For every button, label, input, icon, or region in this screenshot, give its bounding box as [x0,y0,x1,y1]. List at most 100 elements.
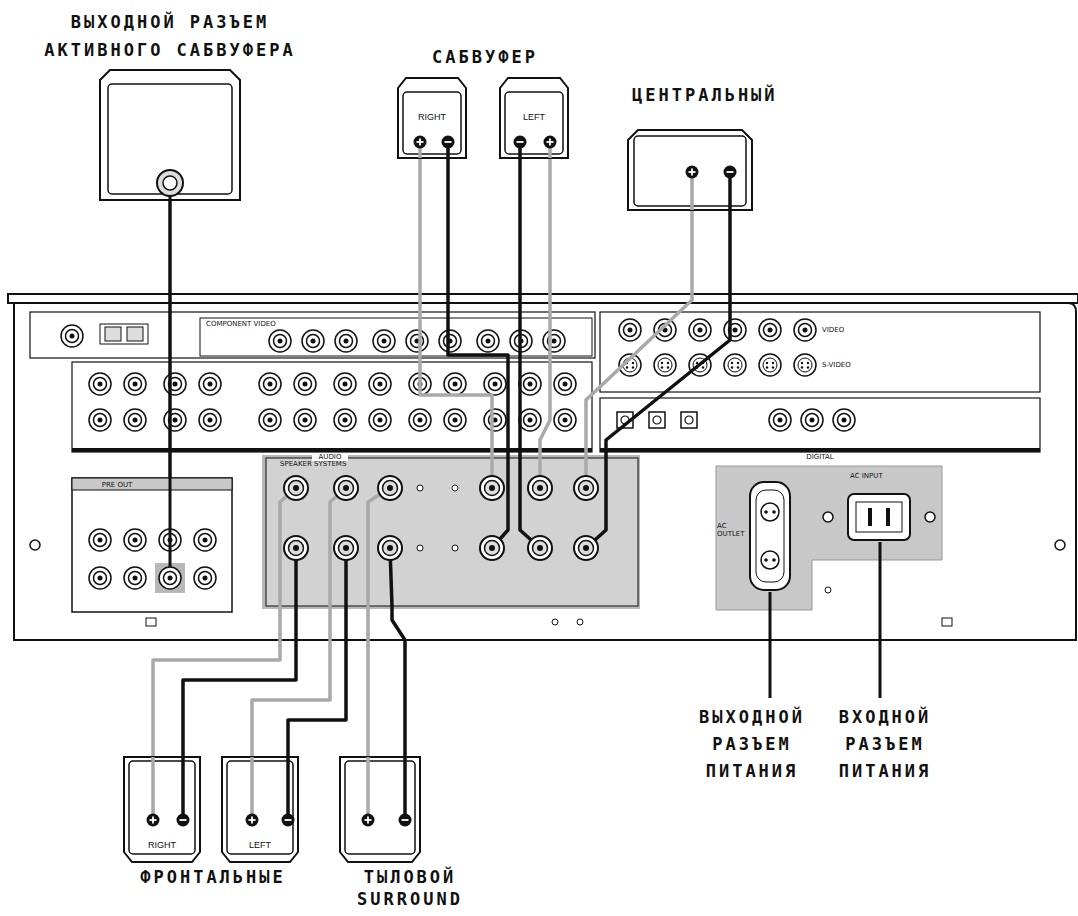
heading-label: САБВУФЕР [405,46,565,68]
speaker: RIGHT [124,757,202,862]
input-jack-panels [294,373,316,395]
terminal-wire [366,757,370,814]
speaker: RIGHT [398,78,468,158]
wire-stub [586,458,606,548]
speaker-label: LEFT [500,112,568,122]
receiver-chassis [146,618,156,626]
terminal-sign [285,819,292,821]
input-jack-panels [100,324,148,344]
receiver-chassis [825,587,831,593]
speaker-outline [222,757,298,862]
receiver-chassis [942,618,952,626]
heading-label: ФРОНТАЛЬНЫЕ [131,866,295,888]
preout-panel-art [89,529,111,551]
power-panel-art [761,503,779,521]
speaker-drawing [340,757,420,862]
input-jack-panels [477,330,499,352]
subwoofer-output: ВЫХОДНОЙ РАЗЪЕМ АКТИВНОГО САБВУФЕРА [20,8,320,200]
input-jack-panels [724,319,746,341]
power-panel-art [750,482,790,590]
speaker-wire [586,210,692,458]
preout-panel-art [169,478,172,567]
speaker-outline [340,757,482,910]
power-panel-art [716,466,942,610]
input-jack-panels [30,312,1040,452]
preout-panel-art [89,567,111,589]
terminal-symbol [246,814,259,827]
speaker-terminal-panel-art [528,536,552,560]
input-jack-panels [200,318,592,356]
input-jack-panels [369,409,391,431]
terminal-symbol [362,814,375,827]
power-panel-art [925,512,935,522]
input-jack-panels [649,412,665,428]
preout-panel-art [72,478,232,612]
input-jack-panels [124,409,146,431]
power-panel-art [823,512,833,522]
speaker-outline [628,130,752,210]
speaker-label: RIGHT [398,112,466,122]
terminal-sign [419,139,421,146]
terminal-symbol [544,136,557,149]
preout-panel-art [72,478,232,490]
callout-label: ВХОДНОЙ РАЗЪЕМ ПИТАНИЯ [821,704,949,785]
panel-label: VIDEO [822,326,862,334]
speaker-outline [100,70,240,200]
input-jack-panels [619,319,641,341]
input-jack-panels [554,409,576,431]
input-jack-panels [519,373,541,395]
power-panel-art [886,508,890,526]
terminal-wire [446,148,450,158]
preout-panel-art [155,563,185,593]
input-jack-panels [105,327,121,341]
speaker-terminal-panel-art [266,458,638,606]
terminal-wire [518,148,522,158]
speaker-wire [168,200,172,478]
input-jack-panels [484,409,506,431]
input-jack-panels [294,409,316,431]
speaker-face [403,92,461,154]
receiver-chassis [1055,540,1065,550]
input-jack-panels [600,398,1040,452]
speaker-terminal-panel-art [378,476,402,500]
output-jack [157,170,183,196]
terminal-sign [180,819,187,821]
input-jack-panels [543,330,565,352]
terminal-wire [250,757,254,814]
input-jack-panels [72,448,592,452]
input-jack-panels [269,330,291,352]
speaker-outline [72,478,232,612]
speaker-drawing [100,70,240,200]
panel-label: AUDIO [312,453,348,461]
speaker-outline [500,78,568,158]
terminal-symbol [177,814,190,827]
terminal-wire [151,757,155,814]
speaker-drawing [398,78,466,158]
receiver-chassis [14,303,1076,640]
panel-label: AC OUTLET [717,522,747,538]
heading-label: ТЫЛОВОЙ SURROUND [340,866,480,910]
surround-speaker: ТЫЛОВОЙ SURROUND [340,757,482,910]
input-jack-panels [199,373,221,395]
speaker-wire [252,606,330,757]
wire-group [153,158,730,757]
speaker: LEFT [500,78,570,158]
wire-stub [520,458,540,548]
terminal-symbol [282,814,295,827]
speaker-terminal-panel-art [417,485,423,491]
speaker-face [108,84,232,194]
input-jack-panels [409,409,431,431]
speaker-wire [448,158,508,458]
preout-panel-art [194,567,216,589]
input-jack-panels [369,373,391,395]
terminal-sign [727,171,734,173]
speaker-wire [420,158,492,458]
terminal-wire [690,178,694,210]
input-jack-panels [484,373,506,395]
input-jack-panels [794,319,816,341]
input-jack-panels [833,409,855,431]
input-jack-panels [89,373,111,395]
input-jack-panels [164,409,186,431]
terminal-wire [286,757,290,814]
speaker-drawing [628,130,752,210]
